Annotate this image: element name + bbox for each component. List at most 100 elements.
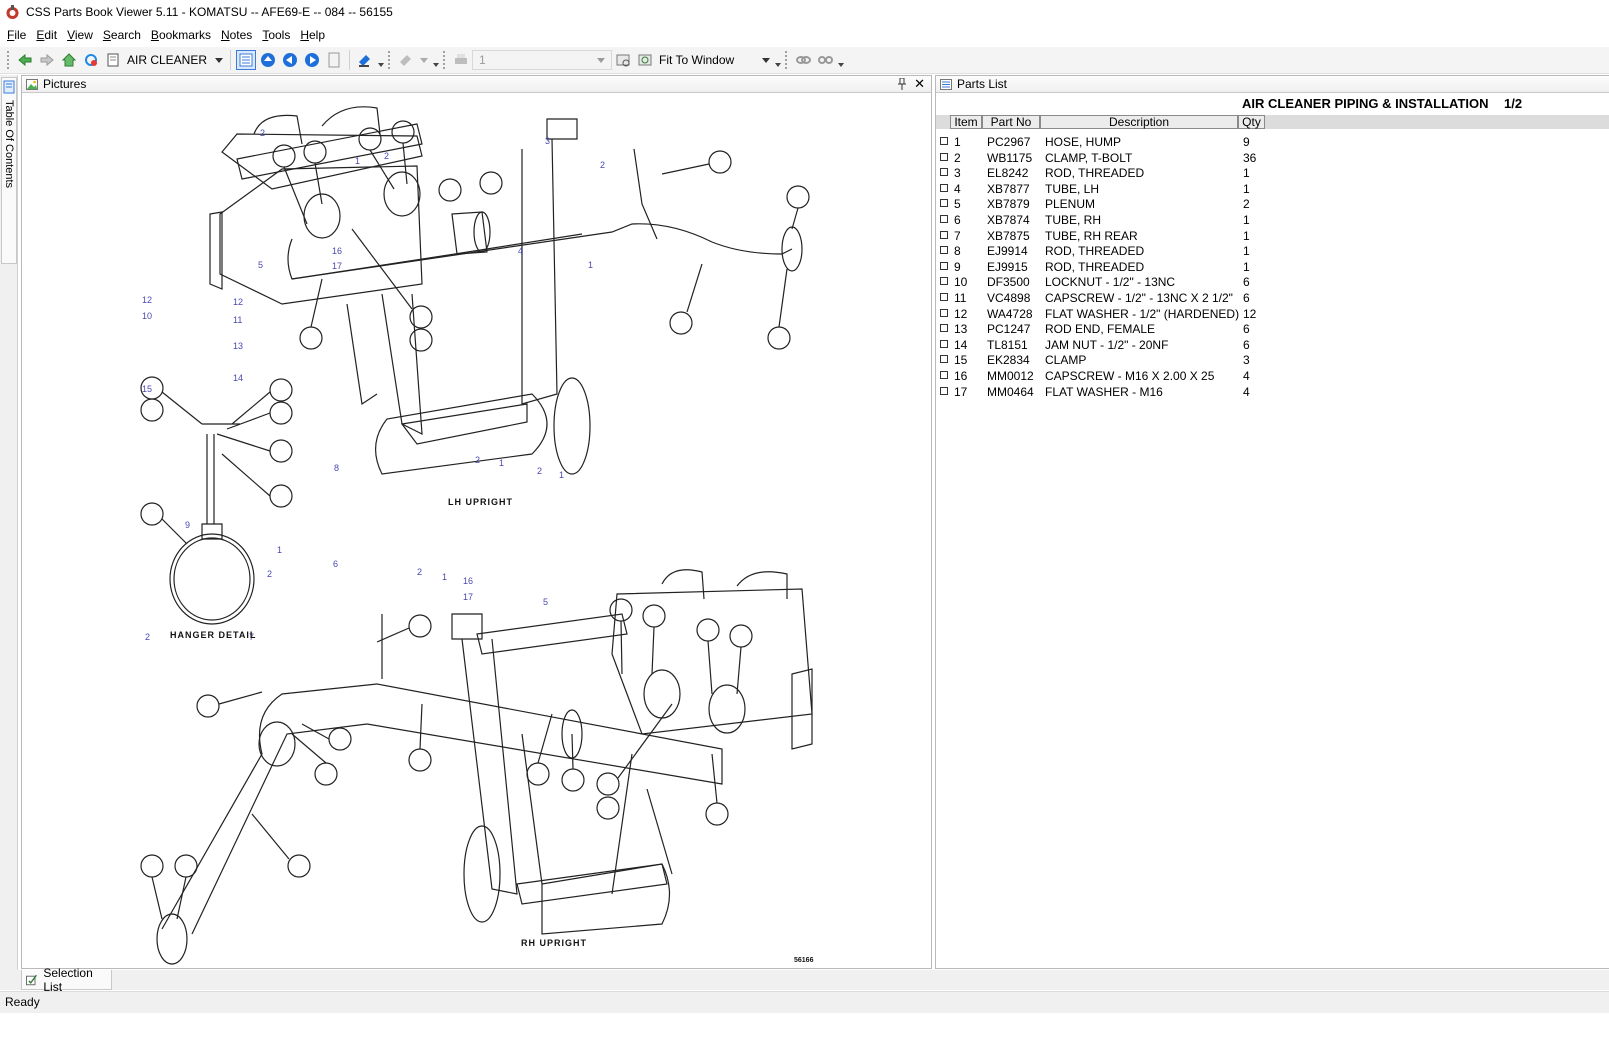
menu-search[interactable]: Search [98, 26, 146, 45]
cell-part-no: EJ9915 [987, 259, 1028, 274]
column-header-part-no[interactable]: Part No [982, 115, 1040, 129]
note-dropdown[interactable] [417, 50, 431, 70]
cell-part-no: WA4728 [987, 306, 1033, 321]
menu-file[interactable]: File [2, 26, 31, 45]
toolbar-overflow[interactable] [836, 50, 845, 70]
toolbar-grip[interactable] [784, 50, 789, 70]
menu-tools[interactable]: Tools [257, 26, 295, 45]
cell-part-no: XB7879 [987, 197, 1030, 212]
toolbar-overflow[interactable] [431, 50, 440, 70]
menu-notes[interactable]: Notes [216, 26, 257, 45]
toolbar-overflow[interactable] [773, 50, 782, 70]
prev-icon[interactable] [280, 50, 300, 70]
ref-number: 13 [233, 341, 243, 351]
picture-icon [26, 78, 38, 90]
row-checkbox[interactable] [940, 355, 948, 364]
section-combo[interactable]: AIR CLEANER [124, 50, 226, 70]
column-header-item[interactable]: Item [950, 115, 982, 129]
row-checkbox[interactable] [940, 308, 948, 317]
row-checkbox[interactable] [940, 292, 948, 301]
toolbar-overflow[interactable] [376, 50, 385, 70]
section-title: AIR CLEANER PIPING & INSTALLATION [1242, 96, 1489, 111]
menu-file-mnemonic: F [7, 28, 15, 42]
page-number-field[interactable]: 1 [472, 50, 613, 70]
zoom-combo[interactable]: Fit To Window [656, 50, 773, 70]
cell-qty: 2 [1243, 197, 1250, 212]
unlink-icon[interactable] [815, 50, 835, 70]
row-checkbox[interactable] [940, 214, 948, 223]
column-header-qty[interactable]: Qty [1238, 115, 1265, 129]
menu-view[interactable]: View [62, 26, 98, 45]
parts-list-title: Parts List [957, 77, 1008, 91]
menu-bookmarks[interactable]: Bookmarks [146, 26, 216, 45]
row-checkbox[interactable] [940, 370, 948, 379]
cell-item: 9 [954, 259, 961, 274]
parts-illustration[interactable]: 2 1 2 3 2 16 5 17 4 1 12 10 11 12 13 14 … [22, 94, 931, 968]
zoom-fit-icon[interactable] [613, 50, 633, 70]
selection-list-tab[interactable]: Selection List [21, 966, 112, 994]
back-icon[interactable] [15, 50, 35, 70]
rh-upright-caption: RH UPRIGHT [521, 938, 587, 948]
cell-qty: 1 [1243, 181, 1250, 196]
row-checkbox[interactable] [940, 246, 948, 255]
row-checkbox[interactable] [940, 152, 948, 161]
row-checkbox[interactable] [940, 261, 948, 270]
menu-edit[interactable]: Edit [31, 26, 62, 45]
toc-toggle-icon[interactable] [236, 50, 257, 70]
menu-help[interactable]: Help [295, 26, 330, 45]
cell-item: 1 [954, 135, 961, 149]
hanger-detail-caption: HANGER DETAIL [170, 630, 256, 640]
link-icon[interactable] [793, 50, 813, 70]
callout-balloons [140, 120, 810, 920]
drawing-number: 56166 [794, 957, 814, 964]
refresh-icon[interactable] [81, 50, 101, 70]
toolbar-grip[interactable] [387, 50, 392, 70]
cell-part-no: EJ9914 [987, 244, 1028, 259]
next-icon[interactable] [302, 50, 322, 70]
row-checkbox[interactable] [940, 324, 948, 333]
column-header-description[interactable]: Description [1040, 115, 1238, 129]
toolbar-grip[interactable] [442, 50, 447, 70]
up-icon[interactable] [258, 50, 278, 70]
close-icon[interactable]: ✕ [914, 76, 925, 91]
home-icon[interactable] [59, 50, 79, 70]
row-checkbox[interactable] [940, 183, 948, 192]
row-checkbox[interactable] [940, 168, 948, 177]
forward-icon[interactable] [37, 50, 57, 70]
zoom-select-icon[interactable] [635, 50, 655, 70]
bookmark-icon[interactable] [355, 50, 375, 70]
row-checkbox[interactable] [940, 199, 948, 208]
toolbar-grip[interactable] [6, 50, 10, 70]
table-of-contents-tab[interactable]: Table Of Contents [1, 77, 17, 264]
title-bar: CSS Parts Book Viewer 5.11 - KOMATSU -- … [0, 0, 1609, 24]
row-checkbox[interactable] [940, 277, 948, 286]
row-checkbox[interactable] [940, 386, 948, 395]
pin-icon[interactable] [897, 77, 907, 93]
print-icon[interactable] [451, 50, 471, 70]
book-icon[interactable] [103, 50, 123, 70]
note-icon[interactable] [396, 50, 416, 70]
page-icon[interactable] [324, 50, 344, 70]
row-checkbox[interactable] [940, 137, 948, 145]
ref-number: 8 [334, 463, 339, 473]
cell-part-no: EL8242 [987, 166, 1029, 181]
row-checkbox[interactable] [940, 339, 948, 348]
row-checkbox[interactable] [940, 230, 948, 239]
